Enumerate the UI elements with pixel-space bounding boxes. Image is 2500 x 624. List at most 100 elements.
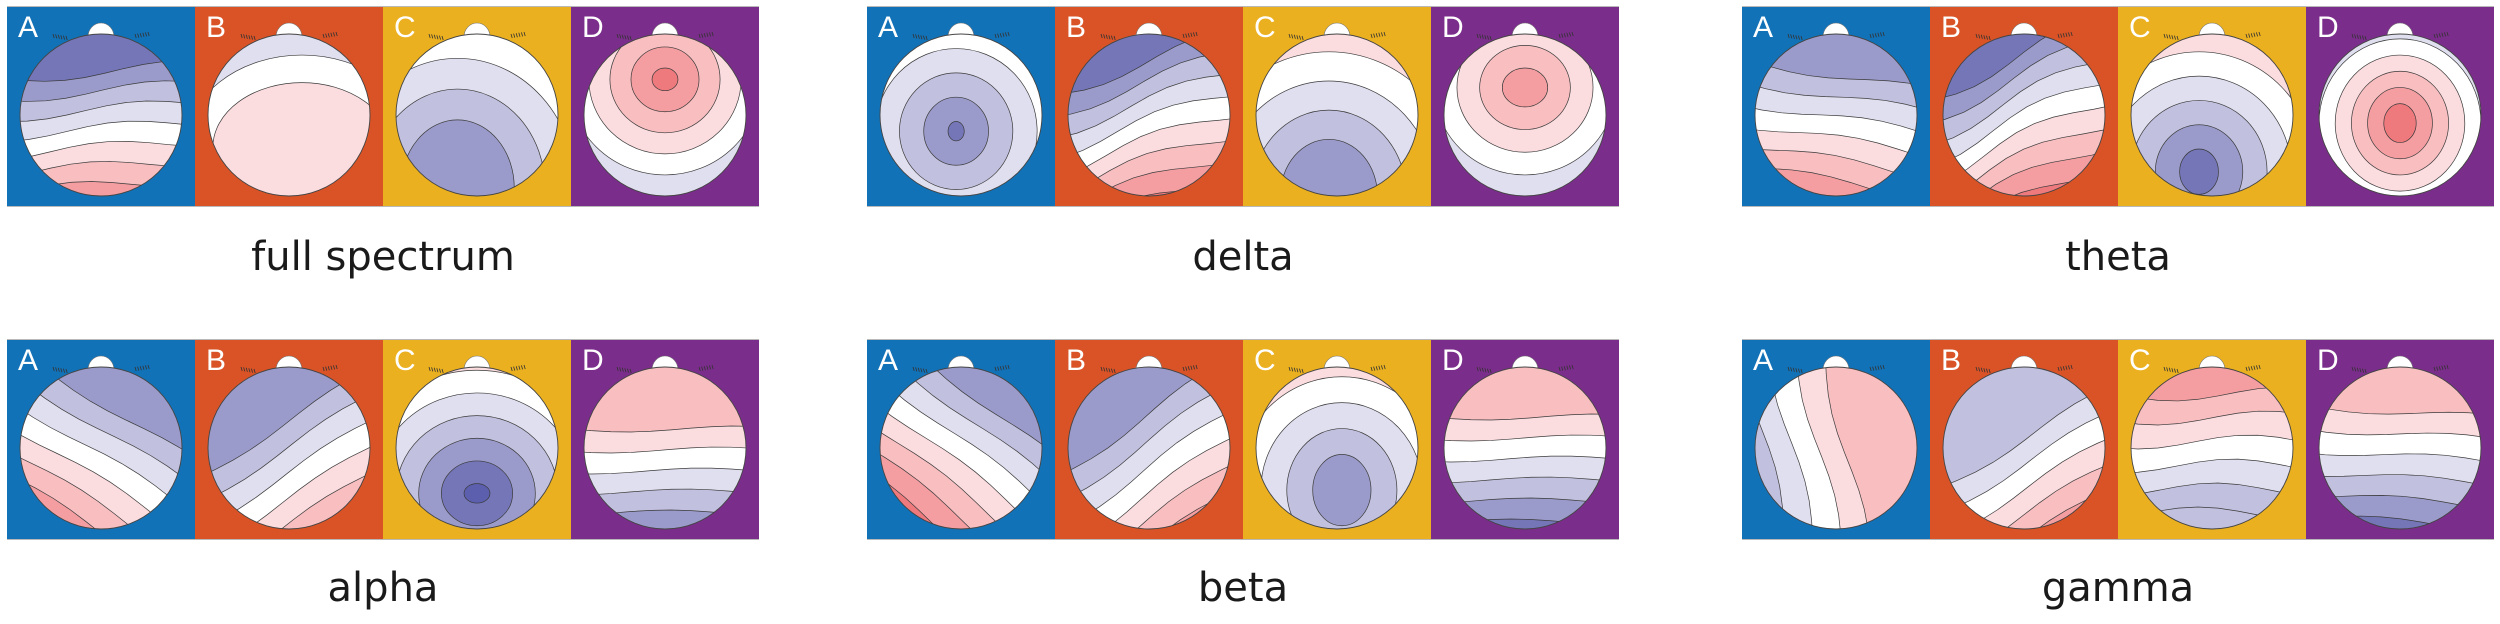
head-outline	[2130, 33, 2294, 197]
head-outline	[1443, 33, 1607, 197]
panel-letter: B	[206, 11, 227, 44]
head-topomap	[2130, 22, 2294, 197]
electrode-ticks-icon	[134, 364, 150, 372]
head-topomap	[1942, 22, 2106, 197]
topomap-panel-b: B	[1055, 7, 1243, 206]
electrode-ticks-icon	[1370, 31, 1386, 39]
nose-icon	[87, 355, 115, 371]
head-topomap	[207, 22, 371, 197]
electrode-ticks-icon	[1476, 366, 1492, 374]
electrode-ticks-icon	[1975, 33, 1991, 41]
head-topomap	[583, 355, 747, 530]
panel-letter: B	[1066, 11, 1087, 44]
head-topomap	[583, 22, 747, 197]
electrode-ticks-icon	[1476, 33, 1492, 41]
panel-letter: A	[18, 344, 39, 377]
electrode-ticks-icon	[510, 364, 526, 372]
head-outline	[1255, 33, 1419, 197]
head-topomap	[1754, 355, 1918, 530]
head-topomap	[2318, 22, 2482, 197]
nose-icon	[1323, 22, 1351, 38]
head-outline	[1067, 366, 1231, 530]
panel-letter: D	[582, 11, 604, 44]
topomap-panel-d: D	[571, 340, 759, 539]
electrode-ticks-icon	[2433, 31, 2449, 39]
nose-icon	[651, 355, 679, 371]
panel-letter: B	[1066, 344, 1087, 377]
electrode-ticks-icon	[1558, 364, 1574, 372]
topomap-panel-b: B	[1055, 340, 1243, 539]
head-topomap	[879, 355, 1043, 530]
electrode-ticks-icon	[1288, 33, 1304, 41]
electrode-ticks-icon	[994, 364, 1010, 372]
panel-letter: C	[2129, 11, 2151, 44]
group-delta: A B C D delta	[867, 6, 1619, 280]
panel-letter: A	[878, 11, 899, 44]
topomap-panel-b: B	[195, 7, 383, 206]
head-outline	[2318, 366, 2482, 530]
topomap-panel-d: D	[1431, 340, 1619, 539]
electrode-ticks-icon	[322, 364, 338, 372]
panel-letter: A	[878, 344, 899, 377]
electrode-ticks-icon	[1787, 366, 1803, 374]
electrode-ticks-icon	[1100, 33, 1116, 41]
head-topomap	[1942, 355, 2106, 530]
electrode-ticks-icon	[52, 33, 68, 41]
nose-icon	[1511, 22, 1539, 38]
electrode-ticks-icon	[1288, 366, 1304, 374]
nose-icon	[275, 355, 303, 371]
head-topomap	[19, 22, 183, 197]
electrode-ticks-icon	[1182, 31, 1198, 39]
head-topomap	[879, 22, 1043, 197]
electrode-ticks-icon	[1975, 366, 1991, 374]
band-caption: theta	[2065, 234, 2171, 280]
topomap-panel-a: A	[867, 7, 1055, 206]
band-caption: alpha	[327, 565, 439, 611]
electrode-ticks-icon	[698, 364, 714, 372]
topomap-panel-d: D	[1431, 7, 1619, 206]
electrode-ticks-icon	[698, 31, 714, 39]
electrode-ticks-icon	[2163, 33, 2179, 41]
topomap-panel-b: B	[1930, 7, 2118, 206]
panel-letter: D	[2317, 11, 2339, 44]
head-topomap	[1067, 355, 1231, 530]
electrode-ticks-icon	[616, 366, 632, 374]
nose-icon	[1135, 22, 1163, 38]
electrode-ticks-icon	[2163, 366, 2179, 374]
panel-letter: D	[582, 344, 604, 377]
panel-letter: A	[1753, 11, 1774, 44]
topomap-panel-a: A	[1742, 340, 1930, 539]
head-topomap	[395, 355, 559, 530]
electrode-ticks-icon	[2245, 364, 2261, 372]
panel-letter: C	[394, 11, 416, 44]
head-outline	[2130, 366, 2294, 530]
nose-icon	[1511, 355, 1539, 371]
panel-letter: D	[1442, 344, 1464, 377]
topomap-panel-b: B	[1930, 340, 2118, 539]
nose-icon	[87, 22, 115, 38]
head-outline	[207, 366, 371, 530]
nose-icon	[2010, 355, 2038, 371]
nose-icon	[2198, 355, 2226, 371]
panel-letter: A	[1753, 344, 1774, 377]
head-outline	[583, 33, 747, 197]
head-outline	[1942, 366, 2106, 530]
nose-icon	[2386, 355, 2414, 371]
electrode-ticks-icon	[1869, 364, 1885, 372]
electrode-ticks-icon	[1370, 364, 1386, 372]
electrode-ticks-icon	[912, 366, 928, 374]
panel-letter: C	[1254, 11, 1276, 44]
band-caption: delta	[1192, 234, 1294, 280]
topomap-panel-d: D	[2306, 340, 2494, 539]
panel-letter: B	[1941, 344, 1962, 377]
topomap-panel-a: A	[7, 340, 195, 539]
nose-icon	[947, 22, 975, 38]
head-topomap	[1754, 22, 1918, 197]
